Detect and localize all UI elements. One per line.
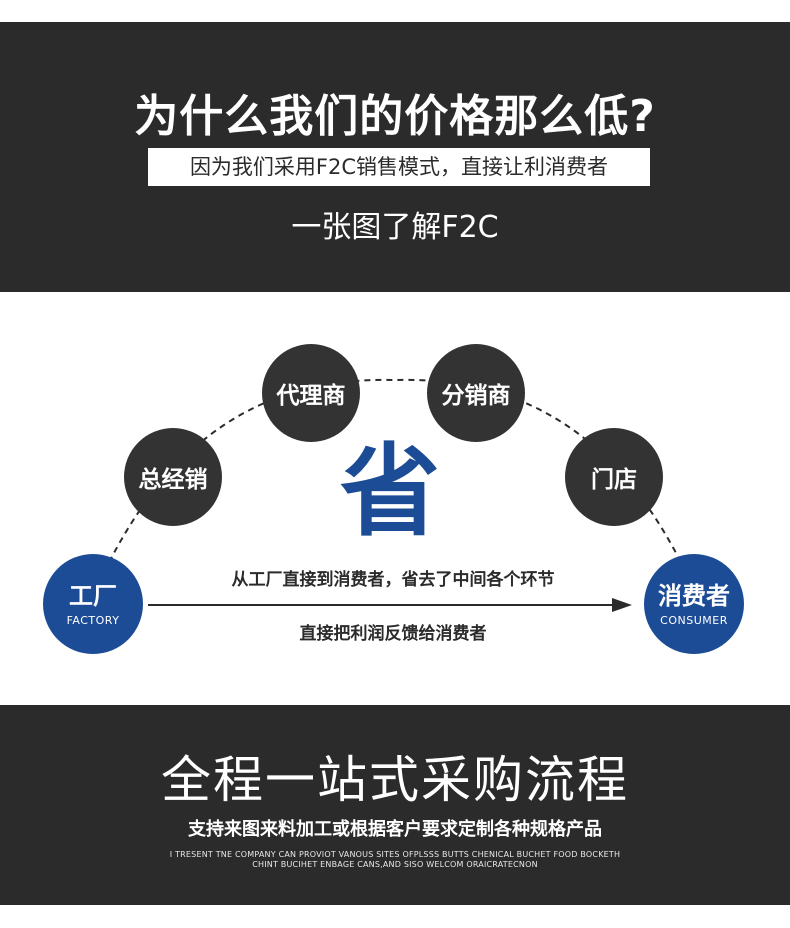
save-character: 省 (340, 433, 440, 550)
node-general-distributor: 总经销 (124, 428, 222, 526)
node-distributor-label: 分销商 (441, 383, 511, 409)
node-consumer: 消费者 CONSUMER (644, 554, 744, 654)
direct-arrow-head (612, 598, 632, 612)
footer-subtitle: 支持来图来料加工或根据客户要求定制各种规格产品 (188, 819, 602, 840)
footer-title: 全程一站式采购流程 (161, 751, 629, 809)
node-agent: 代理商 (262, 344, 360, 442)
f2c-diagram: 工厂 FACTORY 总经销 代理商 分销商 门店 消费者 CONSUMER 省… (0, 292, 790, 705)
f2c-subheadline: 一张图了解F2C (291, 210, 499, 245)
node-general-distributor-label: 总经销 (138, 467, 208, 493)
node-store: 门店 (565, 428, 663, 526)
node-consumer-sub: CONSUMER (660, 613, 728, 627)
node-agent-label: 代理商 (276, 383, 346, 409)
footer-band (0, 705, 790, 905)
f2c-explanation-bar: 因为我们采用F2C销售模式，直接让利消费者 (148, 148, 650, 186)
node-store-label: 门店 (591, 467, 637, 493)
node-factory: 工厂 FACTORY (43, 554, 143, 654)
footer-fine-print-line-1: I TRESENT TNE COMPANY CAN PROVIOT VANOUS… (169, 850, 621, 859)
footer-fine-print-line-2: CHINT BUCIHET ENBAGE CANS,AND SISO WELCO… (252, 860, 538, 869)
diagram-lines (94, 378, 696, 612)
node-consumer-label: 消费者 (658, 581, 730, 610)
arrow-caption-top: 从工厂直接到消费者，省去了中间各个环节 (231, 570, 555, 590)
page-headline: 为什么我们的价格那么低? (134, 91, 656, 142)
arrow-caption-bottom: 直接把利润反馈给消费者 (299, 624, 487, 644)
node-factory-sub: FACTORY (66, 613, 120, 627)
node-distributor: 分销商 (427, 344, 525, 442)
node-factory-label: 工厂 (69, 581, 117, 610)
